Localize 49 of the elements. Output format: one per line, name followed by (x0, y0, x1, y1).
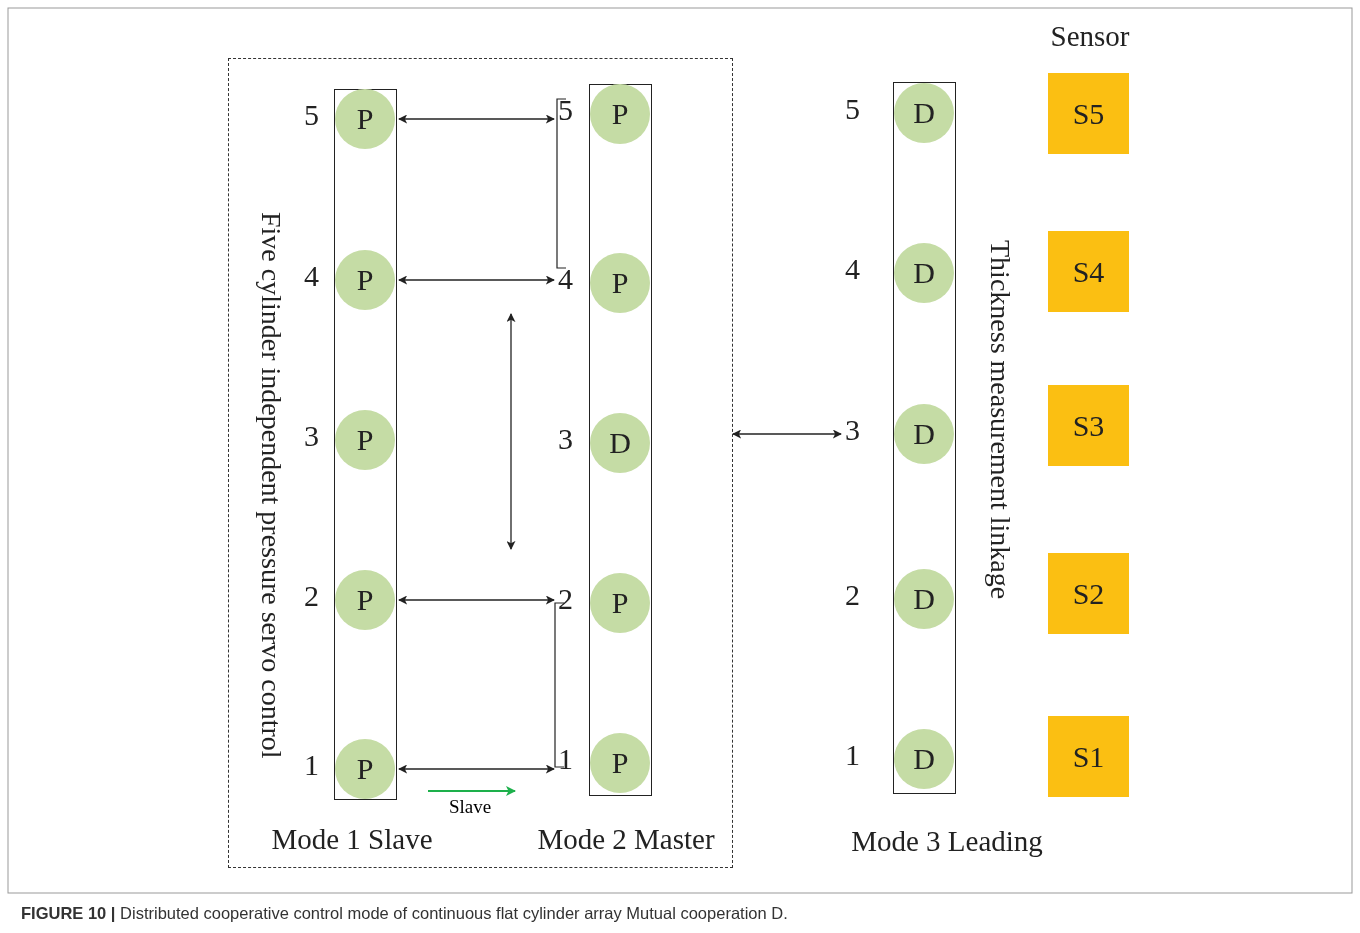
column-heading: Mode 3 Leading (850, 825, 1044, 858)
figure-caption: FIGURE 10 | Distributed cooperative control mode of continuous flat cylinder array Mutual cooperation D. (21, 904, 788, 923)
double-arrow (398, 595, 555, 605)
heading-label: Sensor (1049, 20, 1131, 54)
cylinder-circle: D (894, 404, 954, 464)
cylinder-circle: P (590, 573, 650, 633)
cylinder-circle: D (590, 413, 650, 473)
sensor-box: S4 (1048, 231, 1129, 312)
row-number: 4 (558, 261, 573, 297)
row-number: 2 (845, 577, 860, 613)
sensor-box: S3 (1048, 385, 1129, 466)
cylinder-circle: P (335, 250, 395, 310)
cylinder-circle: P (590, 253, 650, 313)
double-arrow (398, 275, 555, 285)
double-arrow (732, 429, 842, 439)
cylinder-circle: D (894, 243, 954, 303)
column-heading: Mode 1 Slave (270, 823, 434, 856)
cylinder-circle: D (894, 569, 954, 629)
dashed-group-box (228, 58, 733, 868)
sensor-box: S2 (1048, 553, 1129, 634)
row-number: 3 (845, 412, 860, 448)
row-number: 3 (558, 421, 573, 457)
row-number: 5 (845, 91, 860, 127)
row-number: 3 (304, 418, 319, 454)
cylinder-circle: P (335, 89, 395, 149)
arrow-label: Slave (447, 795, 493, 819)
row-number: 5 (304, 97, 319, 133)
cylinder-circle: P (590, 84, 650, 144)
double-arrow (398, 114, 555, 124)
cylinder-circle: P (335, 739, 395, 799)
row-number: 1 (304, 747, 319, 783)
row-number: 1 (845, 737, 860, 773)
row-number: 5 (558, 92, 573, 128)
double-arrow (398, 764, 555, 774)
cylinder-circle: D (894, 729, 954, 789)
column-heading: Mode 2 Master (536, 823, 716, 856)
row-number: 2 (304, 578, 319, 614)
vertical-label: Thickness measurement linkage (984, 239, 1017, 602)
sensor-box: S5 (1048, 73, 1129, 154)
row-number: 4 (304, 258, 319, 294)
sensor-box: S1 (1048, 716, 1129, 797)
row-number: 1 (558, 741, 573, 777)
row-number: 2 (558, 581, 573, 617)
cylinder-circle: D (894, 83, 954, 143)
row-number: 4 (845, 251, 860, 287)
cylinder-circle: P (335, 410, 395, 470)
vertical-label: Five cylinder independent pressure servo control (255, 210, 288, 761)
cylinder-circle: P (335, 570, 395, 630)
cylinder-circle: P (590, 733, 650, 793)
